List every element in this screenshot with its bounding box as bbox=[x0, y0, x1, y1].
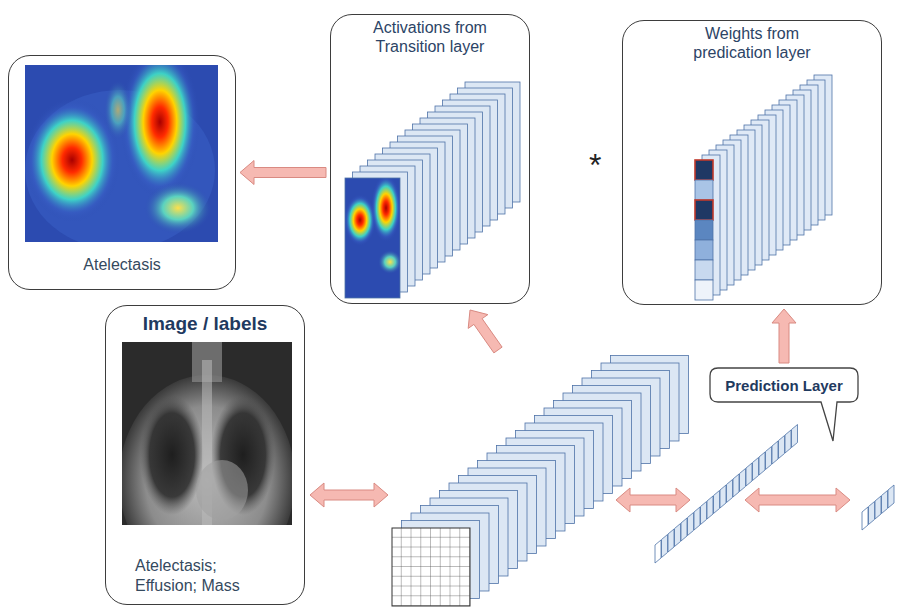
label-holder: * bbox=[589, 148, 601, 182]
double-arrow bbox=[310, 483, 388, 507]
activation-stack bbox=[344, 82, 520, 298]
vector-slab bbox=[733, 474, 739, 497]
weight-cell bbox=[695, 160, 713, 180]
heatmap-panel: Atelectasis bbox=[8, 55, 236, 290]
vector-slab bbox=[707, 496, 713, 519]
vector-front bbox=[655, 540, 661, 563]
vector-slab bbox=[714, 491, 720, 514]
weights-stack bbox=[695, 75, 832, 300]
flow-arrow bbox=[772, 309, 796, 363]
node-heading: Activations from Transition layer bbox=[344, 18, 516, 56]
vector-slab bbox=[681, 518, 687, 541]
chest-xray bbox=[122, 342, 292, 525]
vector-slab bbox=[720, 485, 726, 508]
double-arrow bbox=[745, 488, 850, 512]
double-arrow bbox=[616, 488, 690, 512]
node-heading: Prediction Layer bbox=[725, 367, 843, 403]
input-panel: Image / labelsAtelectasis; Effusion; Mas… bbox=[105, 305, 305, 605]
heart bbox=[196, 460, 248, 520]
vector-slab bbox=[701, 502, 707, 525]
vector-slab bbox=[772, 441, 778, 464]
warm-spot bbox=[104, 80, 132, 140]
weight-cell bbox=[695, 240, 713, 260]
vector-slab bbox=[779, 436, 785, 459]
vector-slab bbox=[875, 496, 881, 519]
weight-cell bbox=[695, 280, 713, 300]
callout-bubble: Prediction Layer bbox=[709, 367, 859, 443]
feature-stack bbox=[392, 356, 689, 607]
callout-shape bbox=[710, 368, 858, 441]
vector-slab bbox=[785, 430, 791, 453]
output-vector bbox=[862, 485, 894, 530]
weight-column bbox=[695, 160, 713, 300]
front-plane bbox=[392, 528, 470, 606]
vector-slab bbox=[766, 447, 772, 470]
vector-slab bbox=[882, 491, 888, 514]
vector-slab bbox=[740, 469, 746, 492]
activations-panel: Activations from Transition layer bbox=[330, 14, 530, 304]
up-arrow bbox=[468, 310, 502, 353]
weight-cell bbox=[695, 180, 713, 200]
flow-arrow bbox=[240, 161, 326, 185]
lung bbox=[140, 395, 204, 515]
vector-slab bbox=[746, 463, 752, 486]
weight-cell bbox=[695, 220, 713, 240]
vector-slab bbox=[668, 529, 674, 552]
node-body: Atelectasis; Effusion; Mass bbox=[135, 556, 260, 596]
vector-slab bbox=[675, 524, 681, 547]
activation-heatmap bbox=[345, 178, 400, 298]
front-plane-grid bbox=[392, 528, 470, 606]
flow-arrows bbox=[310, 310, 850, 512]
vector-slab bbox=[759, 452, 765, 475]
vector-slab bbox=[662, 535, 668, 558]
vector-slab bbox=[688, 513, 694, 536]
weights-panel: Weights from predication layer bbox=[622, 20, 882, 305]
node-heading: Atelectasis bbox=[83, 255, 160, 275]
node-heading: Image / labels bbox=[143, 312, 268, 335]
front-plane-outline bbox=[345, 178, 400, 298]
vector-slab bbox=[694, 507, 700, 530]
weight-cell bbox=[695, 200, 713, 220]
heatmap-image bbox=[25, 65, 218, 242]
vector-slab bbox=[727, 480, 733, 503]
vector-slab bbox=[888, 485, 894, 508]
hot-spot bbox=[371, 178, 400, 242]
vector-slab bbox=[753, 458, 759, 481]
vector-slab bbox=[792, 425, 798, 448]
node-heading: Weights from predication layer bbox=[666, 24, 838, 62]
operator-label: * bbox=[589, 147, 601, 183]
weight-cell bbox=[695, 260, 713, 280]
vector-front bbox=[862, 507, 868, 530]
warm-spot bbox=[378, 250, 400, 274]
hot-spot bbox=[120, 65, 200, 198]
warm-spot bbox=[144, 182, 212, 234]
vector-slab bbox=[869, 502, 875, 525]
